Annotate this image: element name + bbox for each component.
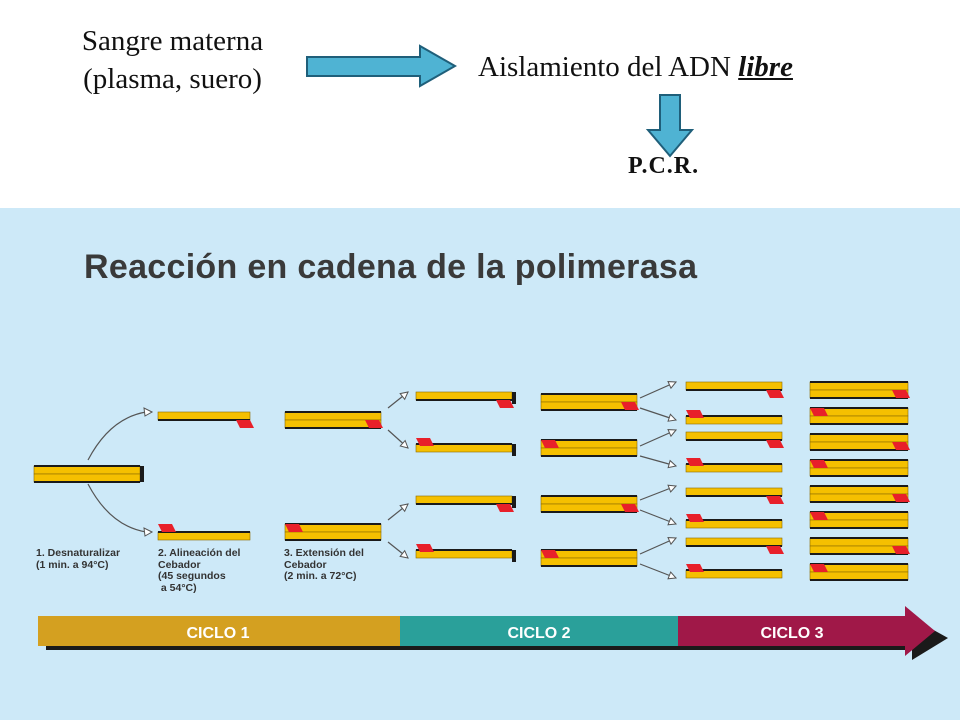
cycle2-ext-a-3	[540, 495, 638, 505]
cycle3-strand-7	[685, 537, 783, 547]
cycle3-ext-primer-1	[892, 390, 910, 398]
cycle3-ext-primer-3	[892, 442, 910, 450]
branch-arrow-down	[87, 483, 147, 533]
maternal-blood-line1: Sangre materna	[81, 25, 264, 57]
cycle3-ext-primer-4	[810, 460, 828, 468]
cycle3-ext-primer-2	[810, 408, 828, 416]
arrow-c2-1-head	[399, 391, 409, 401]
cycle3-ext-a-3	[809, 433, 909, 443]
cycle2-ext-primer-1	[621, 402, 639, 410]
original-dna-end	[140, 466, 144, 482]
arrow-c3-5-head	[667, 484, 678, 493]
cycle2-end-4	[512, 550, 516, 562]
cycle3-strand-5	[685, 487, 783, 497]
original-dna-bottom	[33, 473, 141, 483]
cycle2-end-3	[512, 496, 516, 508]
maternal-blood-label: Sangre materna (plasma, suero)	[40, 22, 305, 98]
extended-strand-bottom-b	[284, 531, 382, 541]
dna-isolation-text: Aislamiento del ADN	[478, 51, 739, 83]
cycle3-ext-primer-6	[810, 512, 828, 520]
down-arrow-icon	[645, 94, 695, 158]
cycle2-end-2	[512, 444, 516, 456]
cycle2-strand-1	[415, 391, 513, 401]
cycle3-ext-a-5	[809, 485, 909, 495]
cycle3-primer-2	[686, 410, 704, 418]
arrow-c3-4-head	[667, 459, 678, 469]
arrow-c3-1-head	[667, 381, 678, 390]
branch-arrow-down-head	[143, 527, 154, 537]
cycle2-ext-b-2	[540, 447, 638, 457]
free-dna-emphasis: libre	[738, 51, 793, 83]
cycle3-primer-8	[686, 564, 704, 572]
cycle3-ext-a-7	[809, 537, 909, 547]
annealed-primer-top	[236, 420, 254, 428]
pcr-label: P.C.R.	[628, 153, 700, 179]
cycle2-ext-primer-2	[541, 440, 559, 448]
cycle3-ext-primer-8	[810, 564, 828, 572]
cycle2-ext-primer-4	[541, 550, 559, 558]
arrow-c2-2-head	[399, 439, 409, 449]
dna-isolation-label: Aislamiento del ADN libre	[478, 48, 793, 86]
maternal-blood-line2: (plasma, suero)	[83, 63, 262, 95]
cycle2-primer-2	[416, 438, 434, 446]
flow-arrows	[306, 44, 695, 158]
cycle3-primer-7	[766, 546, 784, 554]
cycle3-ext-b-8	[809, 571, 909, 581]
cycle2-ext-primer-3	[621, 504, 639, 512]
arrow-c2-4-head	[399, 549, 409, 559]
extended-primer-top	[365, 420, 383, 428]
cycle3-ext-primer-5	[892, 494, 910, 502]
pcr-diagram-panel: CICLO 1 CICLO 2 CICLO 3 Reacción en cadena…	[0, 208, 960, 720]
cycle2-primer-3	[496, 504, 514, 512]
arrow-c3-3-head	[667, 429, 678, 438]
extended-strand-top-a	[284, 411, 382, 421]
branch-arrow-up-head	[143, 407, 154, 417]
cycle2-primer-1	[496, 400, 514, 408]
annealed-strand-top	[157, 411, 251, 421]
cycle3-ext-primer-7	[892, 546, 910, 554]
original-dna-top	[33, 465, 141, 475]
arrow-c3-6-head	[667, 517, 678, 526]
cycle2-ext-a-1	[540, 393, 638, 403]
cycle-label-3: CICLO 3	[760, 625, 823, 642]
cycle3-ext-b-2	[809, 415, 909, 425]
cycle3-segment	[678, 606, 935, 656]
arrow-c3-2-head	[667, 413, 678, 422]
cycle2-ext-b-4	[540, 557, 638, 567]
step-annealing-label: 2. Alineación del Cebador (45 segundos a…	[158, 547, 241, 594]
cycle-label-1: CICLO 1	[186, 625, 249, 642]
branch-arrow-up	[87, 411, 147, 461]
annealed-strand-bottom	[157, 531, 251, 541]
extended-primer-bottom	[285, 524, 303, 532]
cycle3-primer-5	[766, 496, 784, 504]
cycle3-primer-6	[686, 514, 704, 522]
cycle2-primer-4	[416, 544, 434, 552]
cycle3-primer-3	[766, 440, 784, 448]
panel-title: Reacción en cadena de la polimerasa	[84, 248, 698, 286]
cycle3-ext-b-6	[809, 519, 909, 529]
cycle2-end-1	[512, 392, 516, 404]
cycle2-strand-3	[415, 495, 513, 505]
cycle3-strand-1	[685, 381, 783, 391]
cycle-label-2: CICLO 2	[507, 625, 570, 642]
arrow-c3-8-head	[667, 571, 678, 580]
cycle3-ext-b-4	[809, 467, 909, 477]
cycle3-ext-a-1	[809, 381, 909, 391]
cycle1-segment	[38, 616, 400, 646]
cycle3-primer-4	[686, 458, 704, 466]
arrow-c3-7-head	[667, 537, 678, 546]
arrow-c2-3-head	[399, 503, 409, 513]
cycle3-strand-3	[685, 431, 783, 441]
annealed-primer-bottom	[158, 524, 176, 532]
cycle2-segment	[400, 616, 678, 646]
step-extension-label: 3. Extensión del Cebador (2 min. a 72°C)	[284, 547, 364, 582]
right-arrow-icon	[306, 44, 458, 88]
step-denature-label: 1. Desnaturalizar (1 min. a 94°C)	[36, 547, 121, 571]
cycle3-primer-1	[766, 390, 784, 398]
pcr-diagram: CICLO 1 CICLO 2 CICLO 3	[33, 381, 948, 660]
